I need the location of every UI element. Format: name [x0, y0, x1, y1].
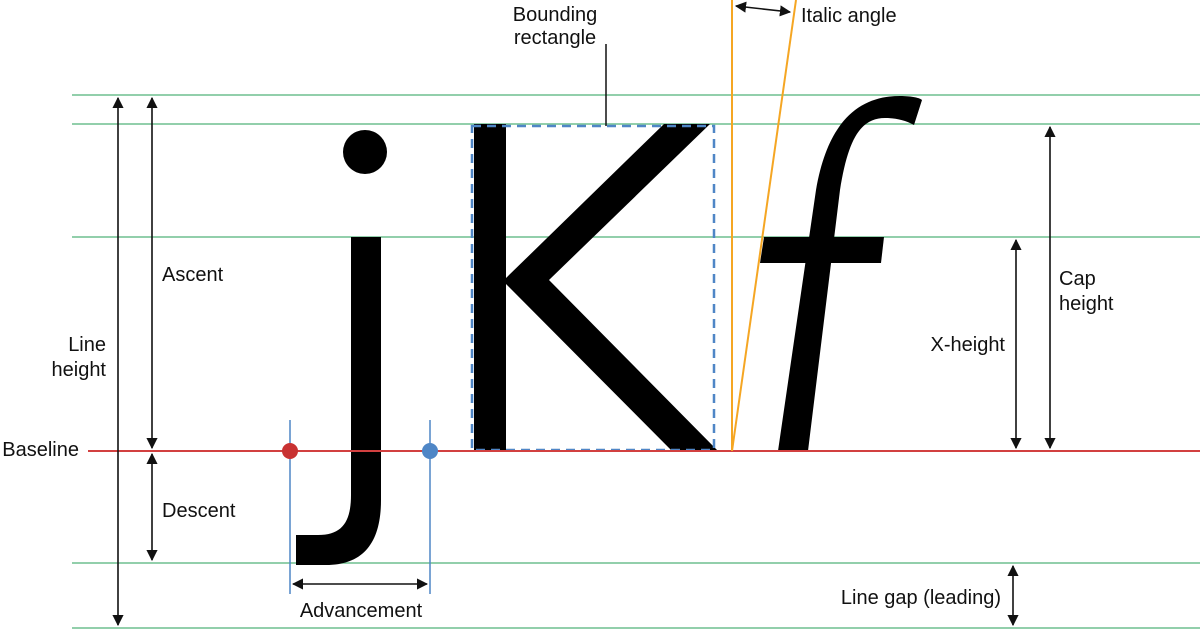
glyph-j-dot [343, 130, 387, 174]
glyph-f-crossbar [760, 237, 884, 263]
x-height-label: X-height [931, 334, 1006, 356]
cap-height-label-line2: height [1059, 293, 1114, 315]
bounding-rectangle-label-line2: rectangle [514, 27, 596, 49]
glyph-f [760, 96, 922, 451]
glyph-j-stem [296, 237, 381, 565]
origin-dot [282, 443, 298, 459]
italic-angle-label: Italic angle [801, 5, 897, 27]
glyph-j [296, 130, 387, 565]
ascent-label: Ascent [162, 264, 224, 286]
line-gap-label: Line gap (leading) [841, 587, 1001, 609]
line-height-label-line1: Line [68, 334, 106, 356]
glyph-K [474, 124, 718, 451]
baseline-label: Baseline [2, 439, 79, 461]
descent-label: Descent [162, 500, 236, 522]
glyph-f-stem [778, 96, 922, 451]
advancement-label: Advancement [300, 600, 423, 622]
advance-dot [422, 443, 438, 459]
italic-angle-arrow [734, 1, 792, 17]
bounding-rectangle [470, 124, 716, 452]
cap-height-label-line1: Cap [1059, 268, 1096, 290]
line-height-label-line2: height [52, 359, 107, 381]
italic-slant-guide [731, 0, 797, 452]
bounding-rectangle-label-line1: Bounding [513, 4, 598, 26]
